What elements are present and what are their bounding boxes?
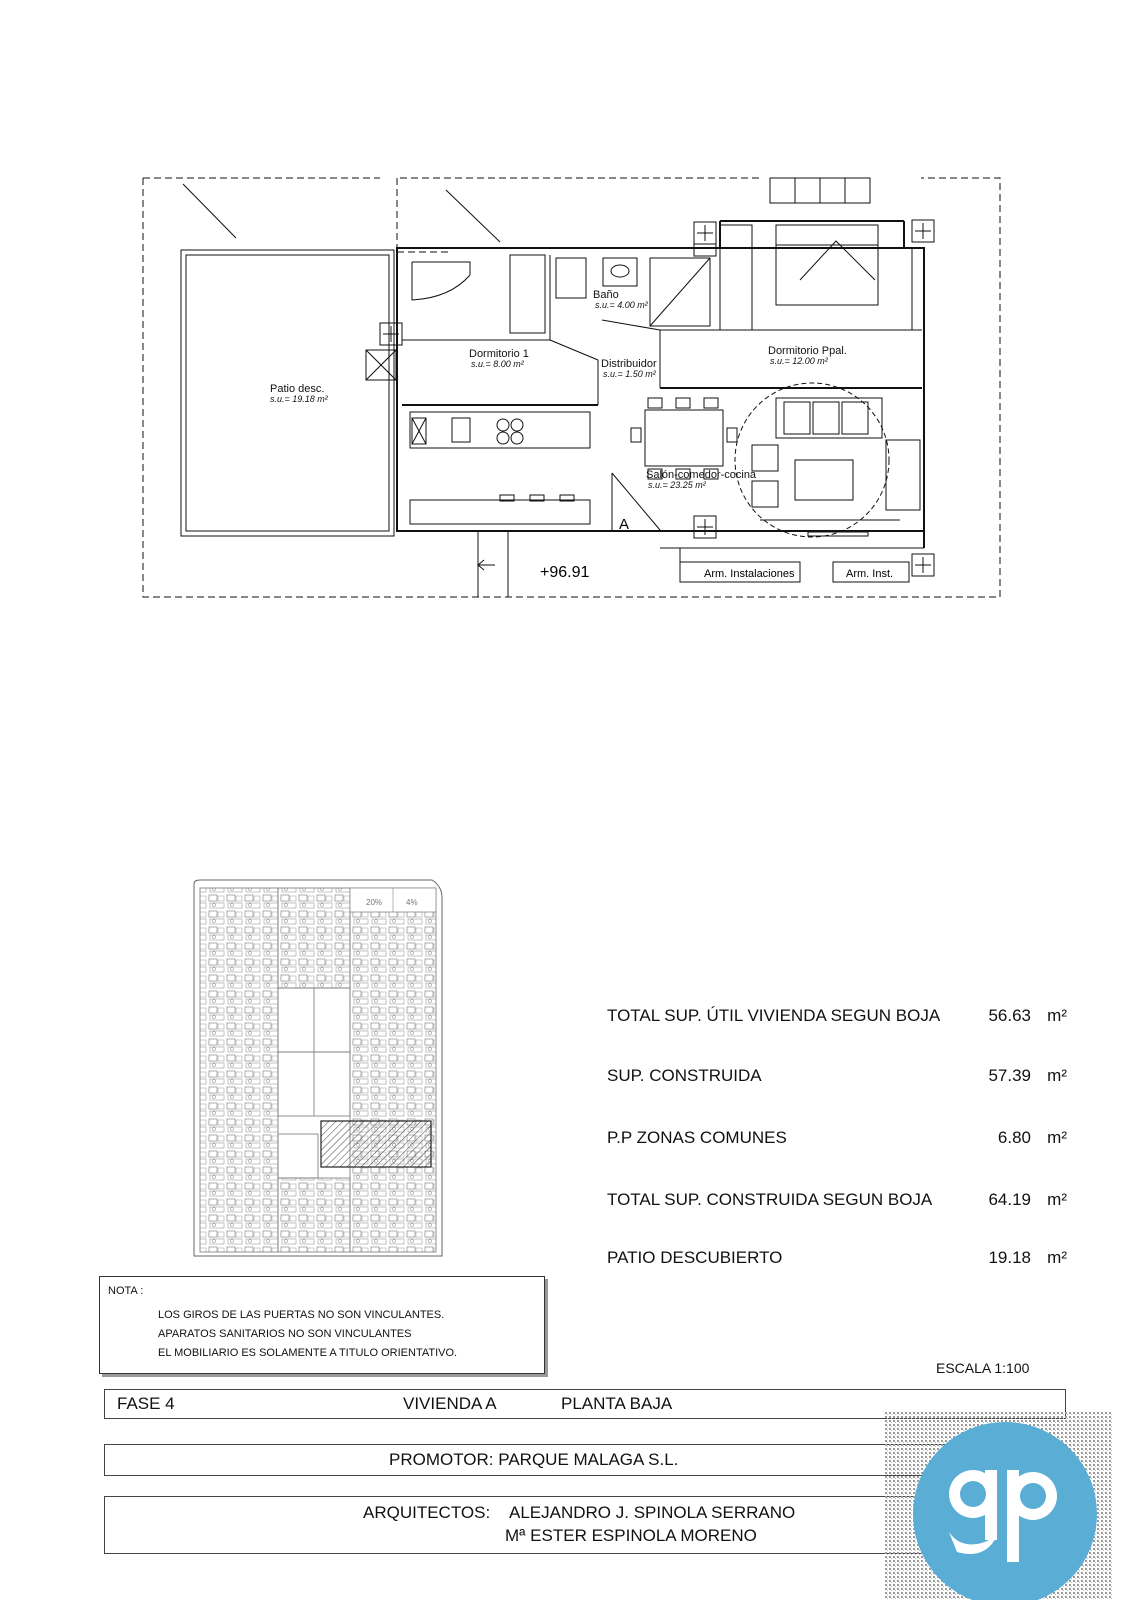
room-area: s.u.= 19.18 m² (270, 394, 329, 404)
storage-label: Arm. Instalaciones (704, 568, 795, 580)
dining-table (644, 409, 724, 467)
room-area: s.u.= 1.50 m² (603, 369, 657, 379)
area-unit: m² (1047, 1248, 1067, 1267)
room-label: Dormitorio Ppal. (768, 345, 847, 357)
area-value: 56.63 (988, 1006, 1031, 1025)
ramp-label: 20% (366, 898, 382, 907)
floor-label: PLANTA BAJA (561, 1394, 673, 1413)
unit-label: VIVIENDA A (403, 1394, 497, 1413)
site-key-plan: 20% 4% (193, 879, 443, 1257)
storage-label: Arm. Inst. (846, 568, 893, 580)
room-label: Baño (593, 289, 619, 301)
area-unit: m² (1047, 1190, 1067, 1209)
gp-logo (885, 1412, 1112, 1600)
architect-name: Mª ESTER ESPINOLA MORENO (505, 1526, 757, 1545)
scale-label: ESCALA 1:100 (936, 1360, 1030, 1376)
note-line: APARATOS SANITARIOS NO SON VINCULANTES (158, 1328, 412, 1340)
living-circle (734, 382, 890, 538)
unit-marker: A (619, 516, 629, 533)
room-area: s.u.= 8.00 m² (471, 359, 525, 369)
floor-plan: Patio desc. s.u.= 19.18 m² Dormitorio 1 … (142, 177, 1001, 598)
area-value: 64.19 (988, 1190, 1031, 1209)
highlighted-unit (320, 1120, 432, 1168)
level-label: +96.91 (540, 564, 589, 581)
phase-label: FASE 4 (117, 1394, 175, 1413)
area-label: SUP. CONSTRUIDA (607, 1066, 762, 1085)
promoter-label: PROMOTOR: PARQUE MALAGA S.L. (389, 1450, 679, 1469)
architects-label: ARQUITECTOS: (363, 1503, 491, 1522)
area-unit: m² (1047, 1066, 1067, 1085)
note-title: NOTA : (108, 1285, 144, 1297)
room-label: Dormitorio 1 (469, 348, 529, 360)
room-label: Distribuidor (601, 358, 657, 370)
area-unit: m² (1047, 1006, 1067, 1025)
area-label: TOTAL SUP. CONSTRUIDA SEGUN BOJA (607, 1190, 933, 1209)
patio-area (180, 249, 395, 537)
note-line: EL MOBILIARIO ES SOLAMENTE A TITULO ORIE… (158, 1347, 458, 1359)
area-label: P.P ZONAS COMUNES (607, 1128, 787, 1147)
architects-row: ARQUITECTOS: ALEJANDRO J. SPINOLA SERRAN… (104, 1496, 1066, 1554)
note-box: NOTA : LOS GIROS DE LAS PUERTAS NO SON V… (99, 1276, 545, 1374)
title-row: FASE 4 VIVIENDA A PLANTA BAJA (104, 1389, 1066, 1419)
area-value: 6.80 (997, 1128, 1031, 1147)
architect-name: ALEJANDRO J. SPINOLA SERRANO (509, 1503, 796, 1522)
area-value: 57.39 (988, 1066, 1031, 1085)
area-value: 19.18 (988, 1248, 1031, 1267)
room-area: s.u.= 23.25 m² (648, 480, 707, 490)
room-label: Salón-comedor-cocina (646, 469, 757, 481)
room-area: s.u.= 4.00 m² (595, 300, 649, 310)
shaft-icon (365, 219, 935, 577)
room-area: s.u.= 12.00 m² (770, 356, 829, 366)
ramp-label: 4% (406, 898, 418, 907)
logo-mark-icon (885, 1412, 1112, 1600)
area-unit: m² (1047, 1128, 1067, 1147)
note-line: LOS GIROS DE LAS PUERTAS NO SON VINCULAN… (158, 1309, 445, 1321)
plot-boundary (142, 177, 1001, 598)
area-label: TOTAL SUP. ÚTIL VIVIENDA SEGUN BOJA (607, 1006, 941, 1025)
room-label: Patio desc. (270, 383, 324, 395)
area-label: PATIO DESCUBIERTO (607, 1248, 783, 1267)
